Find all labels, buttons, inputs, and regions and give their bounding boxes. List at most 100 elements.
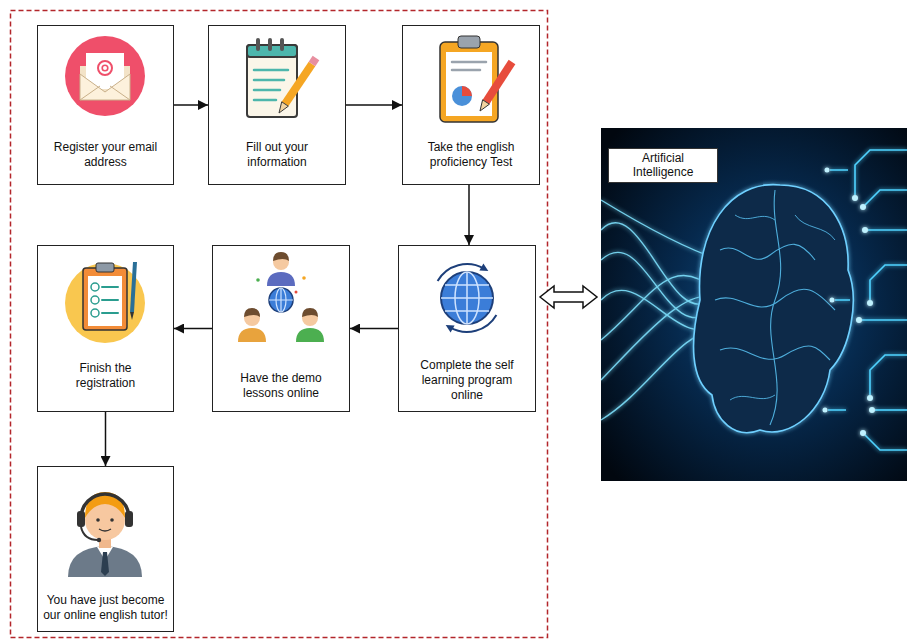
ai-illustration-part-part — [825, 168, 830, 173]
ai-illustration-part-part — [862, 227, 868, 233]
ai-illustration-part — [601, 128, 907, 481]
envelope-icon-part — [65, 36, 145, 116]
checklist-icon-part — [88, 276, 122, 326]
ai-illustration-part — [828, 150, 907, 450]
notepad-icon-part — [268, 38, 272, 51]
clipboard-icon-part — [486, 62, 512, 102]
process-box: Have the demo lessons online — [212, 245, 350, 412]
ai-illustration-part-part — [852, 195, 858, 201]
checklist-icon-part — [65, 263, 145, 343]
ai-illustration-part-part — [870, 355, 907, 395]
people-icon-part — [296, 328, 324, 342]
tutor-icon-part — [68, 546, 142, 577]
checklist-icon-part — [130, 312, 134, 320]
clipboard-icon-part — [458, 36, 480, 48]
clipboard-icon-part — [440, 42, 498, 122]
globe-icon-part — [446, 325, 455, 333]
envelope-icon-part — [80, 86, 130, 100]
people-icon-part — [267, 272, 295, 286]
flow-arrow — [105, 412, 107, 466]
tutor-icon-part — [99, 529, 111, 531]
clipboard-icon-part — [452, 62, 486, 70]
tutor-icon-part — [77, 511, 85, 527]
people-icon-part — [273, 252, 289, 261]
clipboard-icon — [440, 36, 512, 122]
notepad-icon-part — [256, 38, 260, 51]
tutor-icon-part — [81, 527, 98, 540]
step-label: You have just become our online english … — [42, 593, 170, 623]
globe-icon-part — [479, 264, 488, 272]
ai-illustration-part-part — [869, 407, 875, 413]
ai-illustration-part — [823, 168, 876, 437]
panel-label: Artificial Intelligence — [608, 148, 718, 183]
ai-illustration-part-part — [694, 185, 854, 433]
checklist-icon-part — [96, 263, 114, 272]
step-label: Fill out your information — [232, 140, 322, 170]
ai-illustration-part — [694, 185, 854, 433]
notepad-icon-part — [279, 102, 288, 113]
notepad-icon-part — [312, 58, 316, 64]
clipboard-icon-part — [452, 86, 472, 106]
ai-illustration-part-part — [855, 150, 907, 195]
people-icon-part — [244, 308, 260, 317]
envelope-icon — [65, 36, 145, 116]
dashed-region — [11, 11, 548, 638]
ai-illustration-part-part — [862, 319, 907, 321]
ai-illustration-part-part — [856, 317, 862, 323]
people-icon-part — [302, 276, 306, 280]
globe-icon-part — [438, 264, 484, 281]
flow-arrow — [346, 104, 402, 106]
checklist-icon-part — [132, 262, 135, 312]
double-arrow — [540, 286, 597, 308]
people-icon-part — [269, 288, 293, 312]
ai-illustration-part-part — [868, 229, 907, 231]
checklist-icon-part — [91, 309, 99, 317]
ai-illustration-part-part — [823, 408, 828, 413]
tutor-icon-part — [101, 552, 109, 576]
notepad-icon-part — [285, 64, 312, 104]
notepad-icon-part — [247, 45, 297, 117]
tutor-icon-part — [81, 494, 129, 518]
flow-arrow — [174, 328, 212, 330]
ai-illustration-part-part — [867, 395, 873, 401]
globe-icon-part — [450, 315, 496, 332]
checklist-icon-part — [91, 283, 99, 291]
tutor-icon-part — [125, 511, 133, 527]
notepad-icon-part — [280, 38, 284, 51]
people-icon-part — [276, 288, 286, 312]
flow-arrow — [350, 328, 398, 330]
step-label: Register your email address — [50, 140, 162, 170]
checklist-icon — [65, 262, 145, 343]
globe-icon — [438, 264, 497, 333]
people-icon-part — [256, 278, 260, 282]
checklist-icon-part — [83, 268, 127, 330]
ai-illustration-part-part — [860, 204, 866, 210]
ai-illustration-part-part — [867, 300, 873, 306]
clipboard-icon-part — [480, 100, 489, 111]
flow-arrow — [468, 185, 470, 245]
tutor-icon-part — [110, 518, 114, 522]
tutor-icon — [68, 492, 142, 577]
ai-illustration-part-part — [830, 298, 835, 303]
globe-icon-part — [441, 272, 493, 324]
envelope-icon-part — [102, 65, 108, 71]
tutor-icon-part — [85, 492, 125, 518]
ai-illustration-part-part — [828, 170, 850, 410]
notepad-icon-part — [254, 70, 288, 100]
clipboard-icon-part — [446, 52, 492, 116]
people-icon-part — [269, 288, 293, 312]
ai-illustration-part-part — [875, 409, 907, 411]
ai-illustration-part-part — [601, 200, 720, 260]
ai-illustration-part-part — [870, 265, 907, 300]
process-box: Complete the self learning program onlin… — [398, 245, 536, 412]
step-label: Have the demo lessons online — [231, 371, 331, 401]
ai-illustration-part-part — [865, 435, 907, 450]
notepad-icon — [247, 38, 316, 117]
checklist-icon-part — [102, 287, 118, 313]
people-icon-part — [302, 308, 318, 317]
ai-illustration-part-part — [715, 190, 835, 425]
tutor-icon-part — [97, 538, 101, 542]
clipboard-icon-part — [462, 86, 472, 96]
